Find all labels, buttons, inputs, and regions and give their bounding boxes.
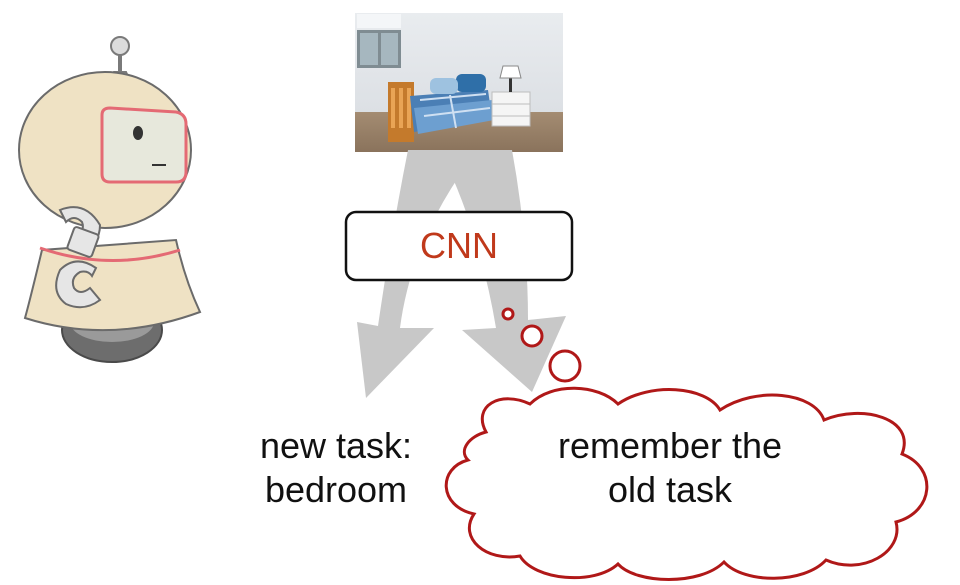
thought-dots	[501, 307, 582, 383]
new-task-line2: bedroom	[264, 469, 408, 510]
thought-line1: remember the	[557, 425, 783, 466]
thought-cloud	[444, 386, 929, 581]
thought-text: remember the old task	[520, 424, 820, 512]
robot-illustration	[18, 36, 202, 363]
cnn-label: CNN	[420, 225, 498, 266]
thought-line2: old task	[607, 469, 733, 510]
bedroom-photo	[355, 13, 563, 152]
cnn-box	[344, 210, 574, 282]
new-task-line1: new task:	[259, 425, 413, 466]
new-task-label: new task: bedroom	[236, 424, 436, 512]
